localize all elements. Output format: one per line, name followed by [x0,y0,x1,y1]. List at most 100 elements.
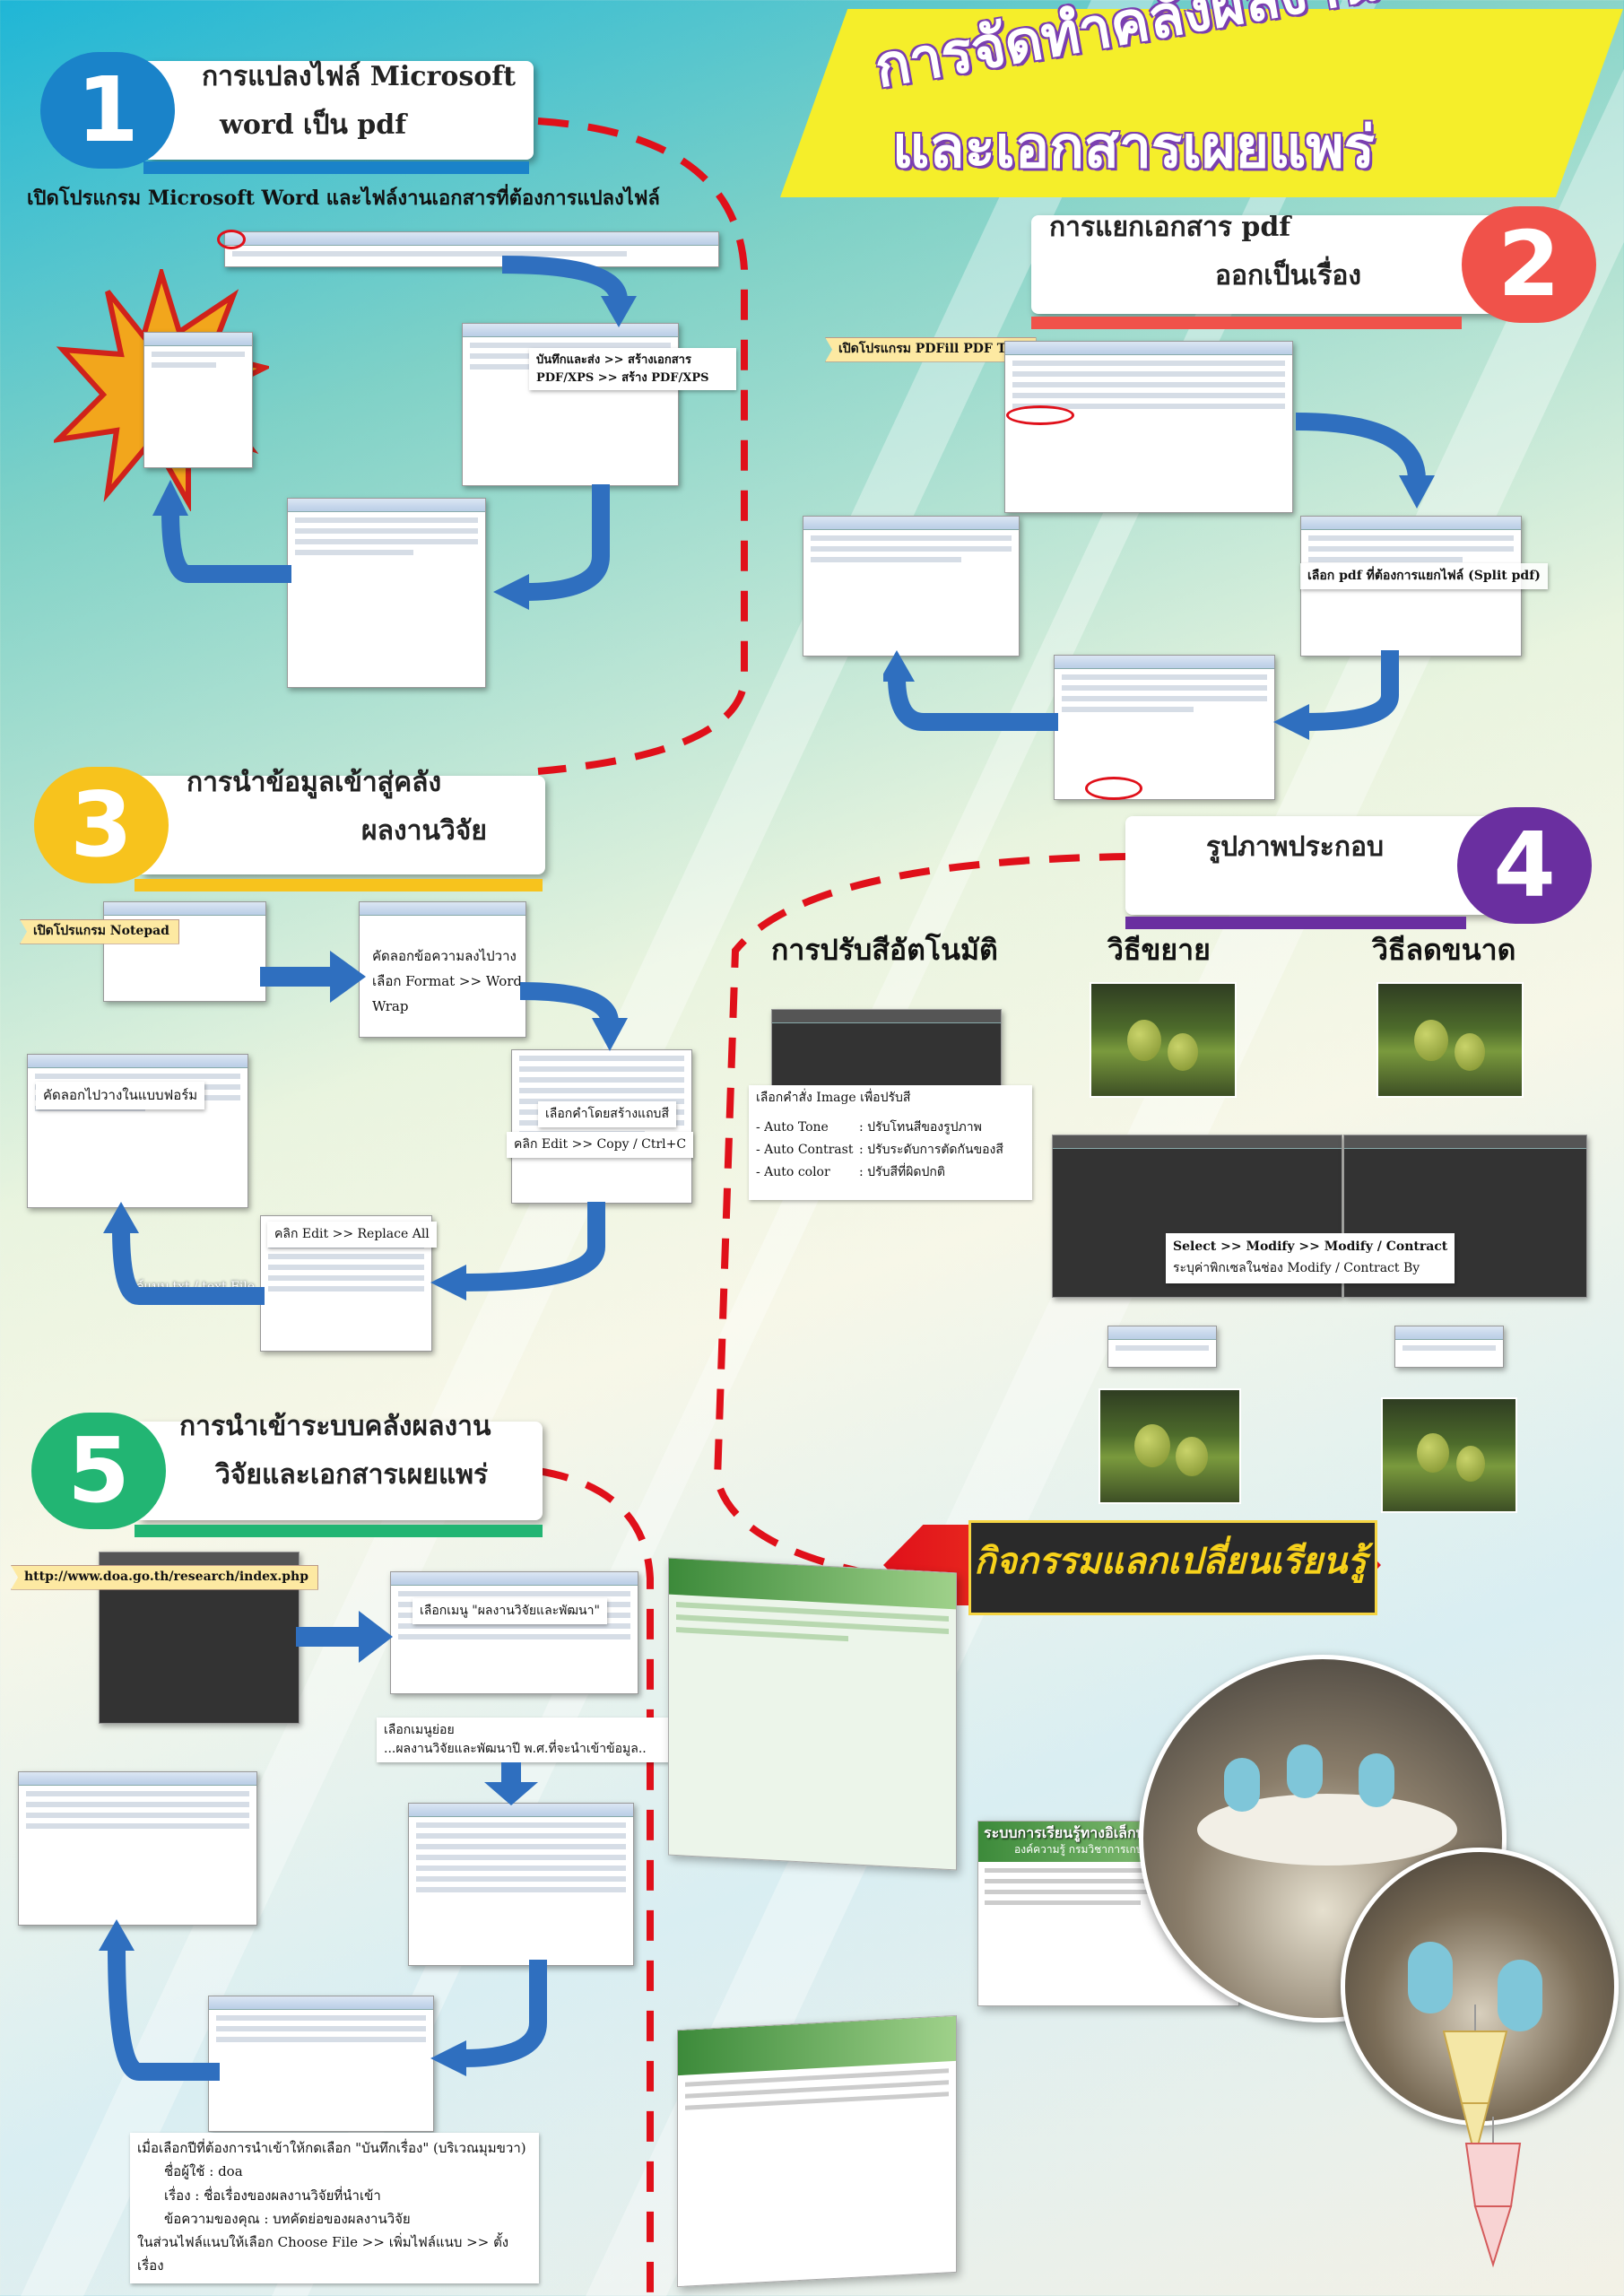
step2-underline [1031,317,1462,329]
km-site-screenshot-1 [668,1557,957,1871]
word-ribbon-screenshot [224,231,719,267]
pdfill-callout: เปิดโปรแกรม PDFill PDF Tool [825,337,1037,362]
step5-underline [135,1525,543,1537]
main-title-line2: และเอกสารเผยแพร่ [892,114,1375,181]
durian-photo-enlarge-before [1090,982,1237,1098]
step1-header-bar [148,61,534,160]
paste-form-label: คัดลอกไปวางในแบบฟอร์ม [36,1082,205,1109]
step5-header: 5 การนำเข้าระบบคลังผลงาน วิจัยและเอกสารเ… [31,1411,543,1529]
expand-dialog-screenshot [1107,1326,1217,1368]
split-pdf-callout: เลือก pdf ที่ต้องการแยกไฟล์ (Split pdf) [1300,563,1548,589]
split-option-highlight [1006,405,1074,425]
submenu-line2: ...ผลงานวิจัยและพัฒนาปี พ.ศ.ที่จะนำเข้าข… [384,1742,647,1756]
pdf-result-screenshot [143,332,253,468]
step1-header: 1 การแปลงไฟล์ Microsoft word เป็น pdf [40,52,534,169]
paste-wrap-line1: คัดลอกข้อความลงไปวาง [372,948,517,964]
pdfill-main-screenshot [1004,341,1293,513]
step3-title-line1: การนำข้อมูลเข้าสู่คลัง [187,767,442,798]
save-as-highlight [1085,777,1142,800]
modify-value-label: ระบุค่าพิกเซลในช่อง Modify / Contract By [1173,1260,1420,1275]
step1-arrow-up [152,480,291,583]
submenu-panel: เลือกเมนูย่อย ...ผลงานวิจัยและพัฒนาปี พ.… [377,1718,669,1762]
instruction-line: ชื่อผู้ใช้ : doa [164,2163,243,2180]
step1-title-line1: การแปลงไฟล์ Microsoft [202,61,517,92]
step4-underline [1125,917,1466,929]
save-split-dialog-screenshot [803,516,1020,657]
title-banner: การจัดทำคลังผลงานวิจัย และเอกสารเผยแพร่ [780,0,1623,197]
select-text-label: เลือกคำโดยสร้างแถบสี [538,1101,676,1127]
step1-arrow-down [502,256,637,327]
km-banner-plate [968,1520,1377,1615]
durian-photo-enlarge-after [1099,1388,1241,1504]
step5-title-line2: วิจัยและเอกสารเผยแพร่ [215,1459,489,1491]
paste-wrap-line3: Wrap [372,998,409,1014]
step2-arrow-left [1273,650,1399,740]
research-menu-screenshot [390,1571,638,1694]
instruction-line: ในส่วนไฟล์แนบให้เลือก Choose File >> เพิ… [137,2234,509,2274]
step3-underline [135,879,543,891]
step3-title-line2: ผลงานวิจัย [361,815,487,847]
editor-screenshot [208,1996,434,2132]
notepad-wrap-screenshot [359,901,526,1038]
option-name: - Auto Tone [756,1120,829,1135]
notepad-screenshot [103,901,266,1002]
option-desc: : ปรับโทนสีของรูปภาพ [859,1120,982,1135]
lantern-icon [1464,2117,1522,2268]
step2-header-bar [1031,215,1507,314]
step2-title-line2: ออกเป็นเรื่อง [1215,260,1362,291]
shrink-heading: วิธีลดขนาด [1372,933,1516,967]
km-site-subtitle: องค์ความรู้ กรมวิชาการเกษตร [1014,1843,1156,1856]
km-site-screenshot-3 [677,2014,957,2288]
step2-number: 2 [1462,206,1596,323]
step1-title-line2: word เป็น pdf [220,109,407,141]
step3-arrow-up [103,1202,265,1305]
step2-arrow-up [883,650,1058,731]
durian-photo-shrink-before [1376,982,1524,1098]
option-name: - Auto Contrast [756,1143,854,1157]
post-form-screenshot [18,1771,257,1926]
step5-arrow-up [99,1919,220,2081]
step5-arrow-right [296,1611,393,1663]
step2-title-line1: การแยกเอกสาร pdf [1049,212,1291,243]
step1-number: 1 [40,52,175,169]
step2-arrow-down [1296,413,1435,509]
step3-header-bar [142,776,545,874]
step3-number: 3 [34,767,169,883]
step5-arrow-left [430,1960,547,2076]
step3-arrow-down [520,982,628,1051]
enlarge-heading: วิธีขยาย [1107,933,1211,967]
km-banner-title: กิจกรรมแลกเปลี่ยนเรียนรู้ [974,1540,1367,1582]
step3-arrow-left [430,1202,605,1300]
option-auto-color: - Auto color : ปรับสีที่ผิดปกติ [756,1163,1025,1182]
step4-header-bar [1125,816,1502,915]
instruction-line: เมื่อเลือกปีที่ต้องการนำเข้าให้กดเลือก "… [137,2140,526,2156]
step5-header-bar [139,1422,543,1520]
instruction-line: เรื่อง : ชื่อเรื่องของผลงานวิจัยที่นำเข้… [164,2187,381,2204]
km-site-title: ระบบการเรียนรู้ทางอิเล็กทรอนิกส์ [984,1824,1189,1841]
step2-header: 2 การแยกเอกสาร pdf ออกเป็นเรื่อง [1031,206,1596,323]
step4-header: 4 รูปภาพประกอบ [1125,807,1592,924]
research-menu-label: เลือกเมนู "ผลงานวิจัยและพัฒนา" [413,1598,607,1624]
instruction-line: ข้อความของคุณ : บทคัดย่อของผลงานวิจัย [164,2210,411,2227]
option-desc: : ปรับสีที่ผิดปกติ [859,1165,945,1179]
option-desc: : ปรับระดับการตัดกันของสี [859,1143,1003,1157]
option-name: - Auto color [756,1165,830,1179]
save-send-callout: บันทึกและส่ง >> สร้างเอกสาร PDF/XPS >> ส… [529,348,736,390]
step5-title-line1: การนำเข้าระบบคลังผลงาน [179,1411,491,1442]
step1-arrow-back [493,484,610,610]
split-pages-dialog-screenshot [1054,655,1275,800]
option-auto-contrast: - Auto Contrast : ปรับระดับการตัดกันของสี [756,1141,1025,1160]
step3-arrow-right-1 [260,951,366,1003]
auto-color-heading: การปรับสีอัตโนมัติ [771,933,998,967]
lantern-icon [1442,2005,1508,2158]
step4-number: 4 [1457,807,1592,924]
paste-wrap-line2: เลือก Format >> Word [372,973,523,989]
modify-panel: Select >> Modify >> Modify / Contract ระ… [1166,1233,1455,1283]
contract-dialog-screenshot [1394,1326,1504,1368]
step5-instructions: เมื่อเลือกปีที่ต้องการนำเข้าให้กดเลือก "… [130,2133,539,2283]
title-banner-bg [780,9,1623,197]
year-list-screenshot [408,1803,634,1966]
image-menu-label: เลือกคำสั่ง Image เพื่อปรับสี [756,1091,911,1105]
web-form-screenshot [27,1054,248,1208]
